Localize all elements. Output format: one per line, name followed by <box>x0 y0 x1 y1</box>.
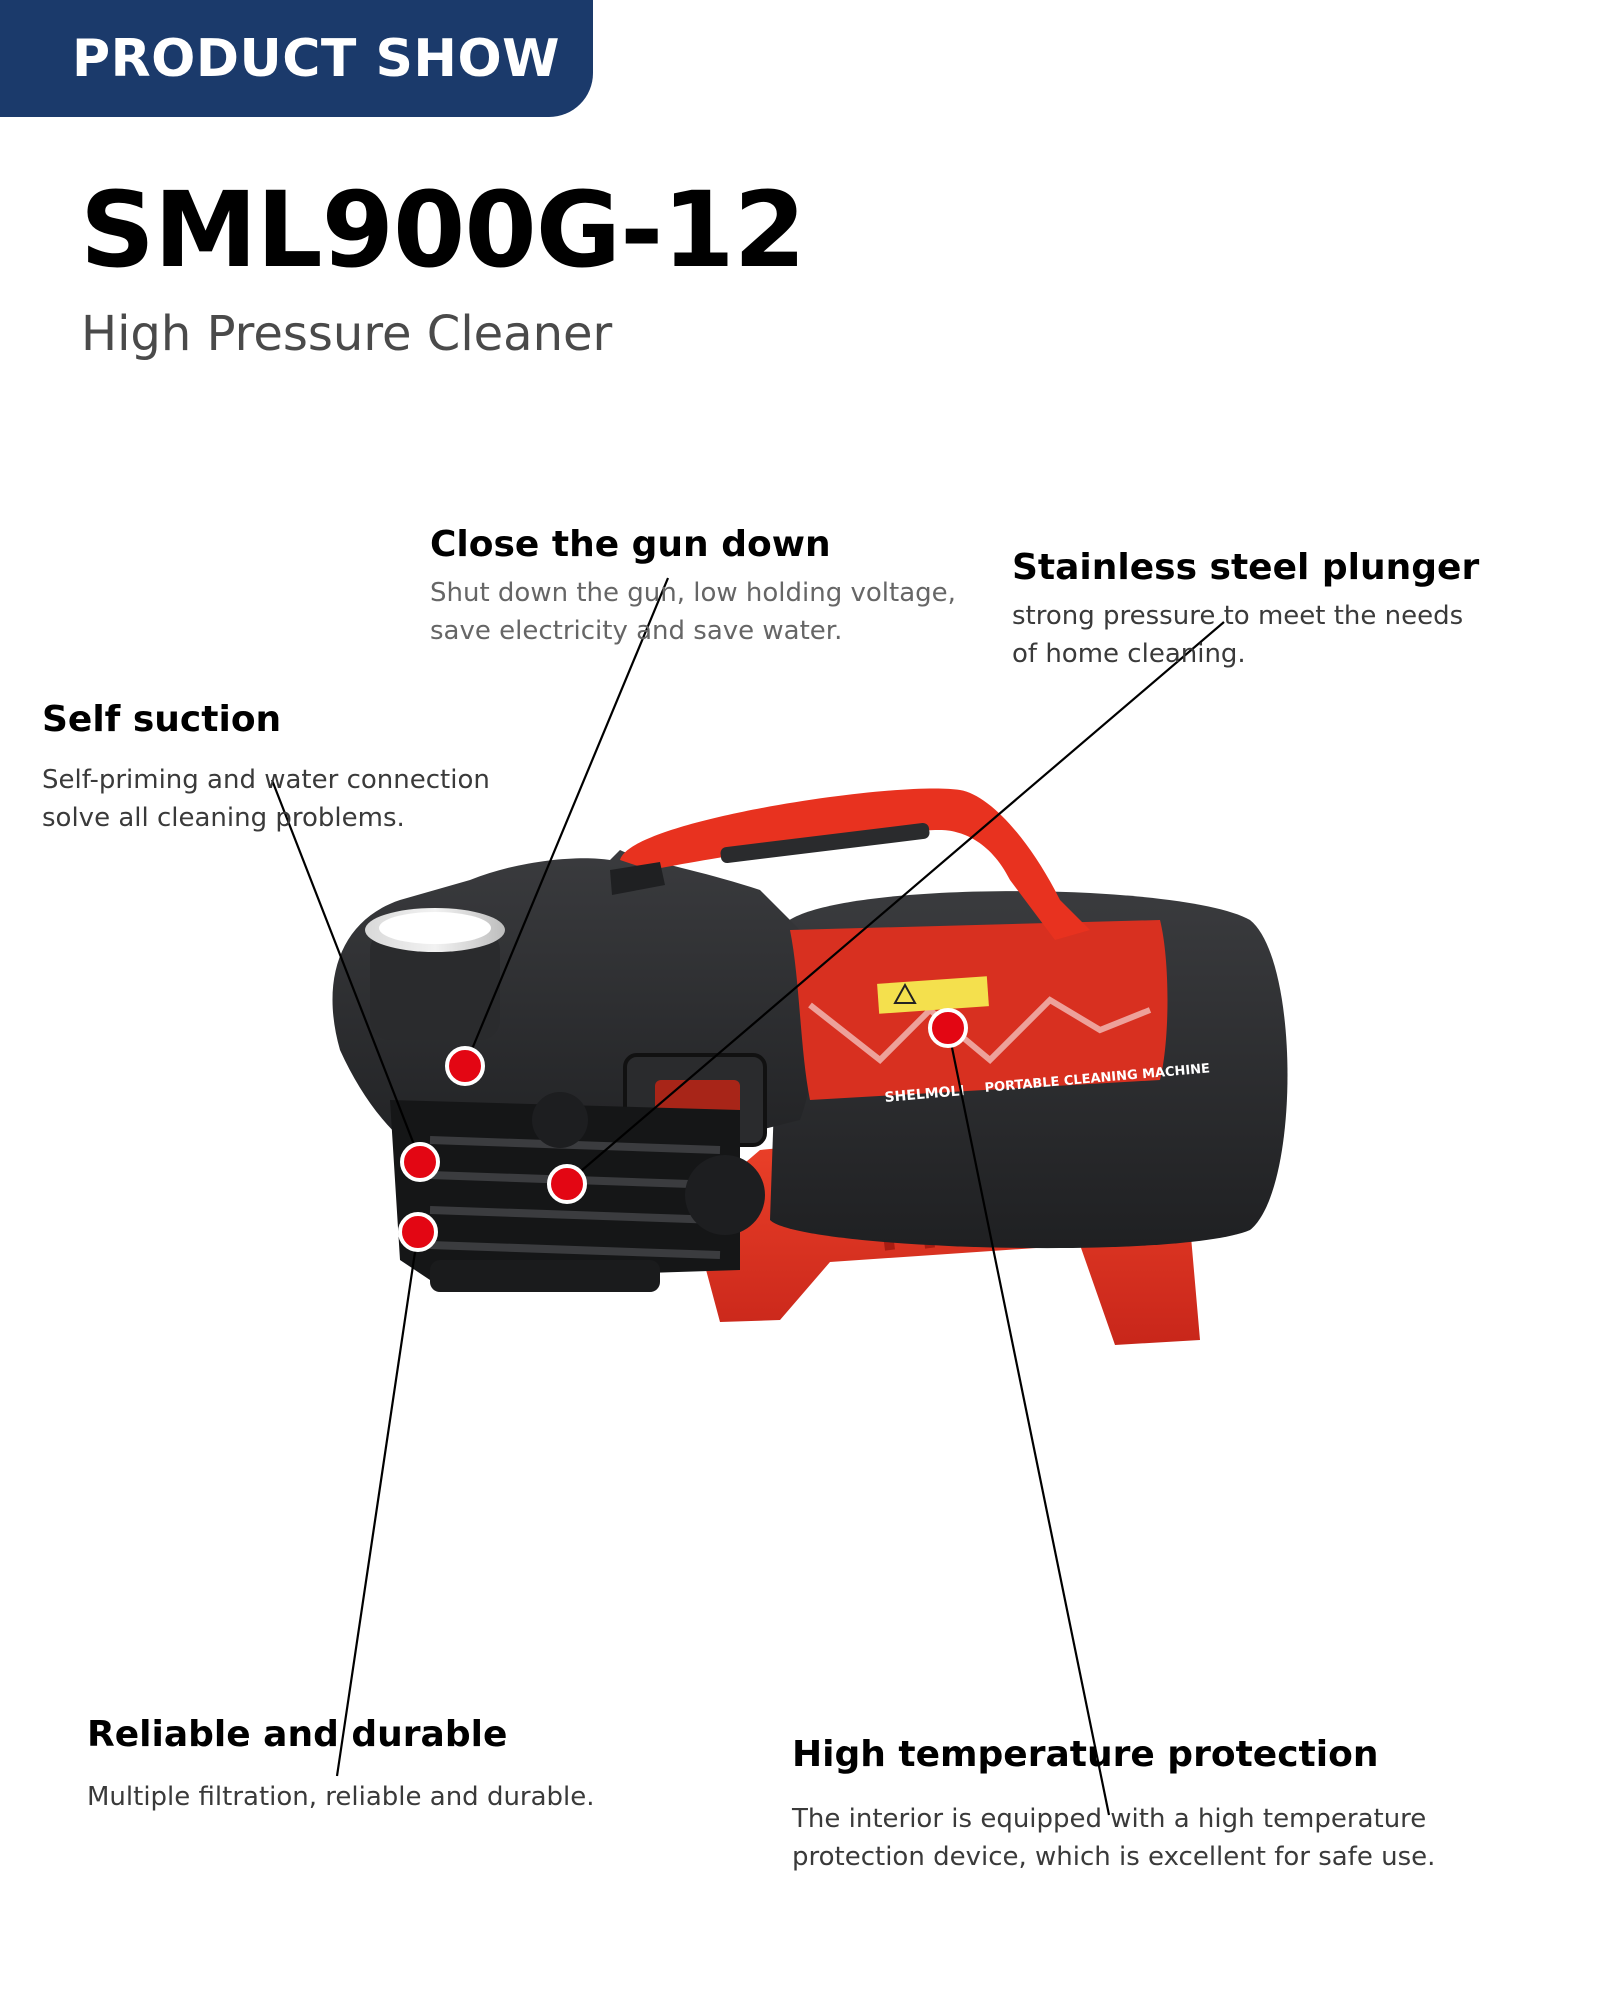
feature-desc-line: Multiple filtration, reliable and durabl… <box>87 1782 595 1812</box>
feature-close-gun: Close the gun down Shut down the gun, lo… <box>430 522 990 650</box>
feature-desc-line: save electricity and save water. <box>430 616 843 646</box>
callout-line-close-gun <box>463 577 670 1067</box>
pressure-washer-machine: SHELMOLI PORTABLE CLEANING MACHINE <box>332 788 1288 1345</box>
callout-line-self-suction <box>270 779 422 1161</box>
feature-desc-line: protection device, which is excellent fo… <box>792 1842 1436 1872</box>
feature-desc-line: strong pressure to meet the needs <box>1012 601 1464 631</box>
feature-self-suction: Self suction Self-priming and water conn… <box>42 697 562 837</box>
feature-reliable: Reliable and durable Multiple filtration… <box>87 1712 727 1816</box>
feature-title: Close the gun down <box>430 524 831 565</box>
feature-high-temp: High temperature protection The interior… <box>792 1732 1532 1876</box>
marker-plunger[interactable] <box>547 1164 587 1204</box>
feature-markers <box>398 1008 968 1252</box>
feature-plunger: Stainless steel plunger strong pressure … <box>1012 545 1572 673</box>
feature-desc-line: solve all cleaning problems. <box>42 803 405 833</box>
carry-handle <box>620 788 1090 940</box>
marker-close-gun[interactable] <box>445 1046 485 1086</box>
feature-desc-line: Shut down the gun, low holding voltage, <box>430 578 956 608</box>
feature-desc-line: Self-priming and water connection <box>42 765 490 795</box>
product-subtitle: High Pressure Cleaner <box>81 306 613 362</box>
marker-high-temp[interactable] <box>928 1008 968 1048</box>
feature-title: Self suction <box>42 699 282 740</box>
banner-label: PRODUCT SHOW <box>72 28 561 89</box>
feature-desc-line: The interior is equipped with a high tem… <box>792 1804 1427 1834</box>
brand-text: SHELMOLI <box>884 1083 965 1106</box>
feature-title: Reliable and durable <box>87 1714 508 1755</box>
marker-self-suction[interactable] <box>400 1142 440 1182</box>
callout-line-plunger <box>566 621 1225 1184</box>
feature-title: Stainless steel plunger <box>1012 547 1480 588</box>
feature-title: High temperature protection <box>792 1734 1379 1775</box>
pressure-gauge <box>365 908 505 1040</box>
product-model: SML900G-12 <box>80 169 806 291</box>
marker-reliable[interactable] <box>398 1212 438 1252</box>
feature-desc-line: of home cleaning. <box>1012 639 1246 669</box>
callout-line-high-temp <box>946 1027 1111 1816</box>
callout-line-reliable <box>335 1231 420 1777</box>
callout-lines <box>270 577 1225 1816</box>
product-show-banner: PRODUCT SHOW <box>0 0 593 117</box>
